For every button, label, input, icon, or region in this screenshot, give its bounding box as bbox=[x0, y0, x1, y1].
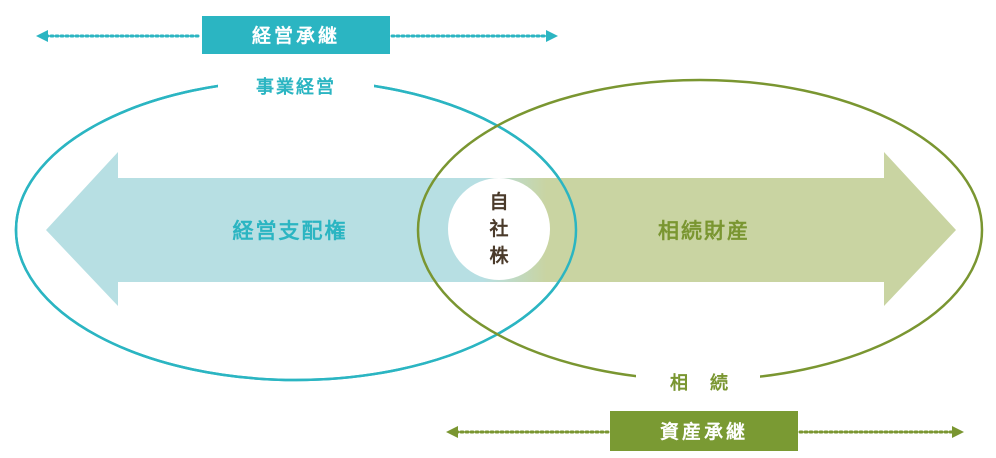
management-succession-box bbox=[202, 16, 390, 54]
management-succession-label: 経営承継 bbox=[252, 24, 340, 47]
arrowhead-right-icon bbox=[546, 30, 558, 42]
bottom-succession-arrow bbox=[446, 426, 964, 438]
company-shares-char-1: 自 bbox=[489, 190, 508, 213]
asset-succession-label: 資産承継 bbox=[660, 420, 748, 443]
company-shares-circle bbox=[448, 178, 550, 280]
arrowhead-left-icon bbox=[36, 30, 48, 42]
asset-succession-box bbox=[610, 411, 798, 451]
company-shares-char-2: 社 bbox=[488, 217, 508, 240]
company-shares-char-3: 株 bbox=[489, 244, 509, 267]
arrowhead-right-icon bbox=[952, 426, 964, 438]
management-control-label: 経営支配権 bbox=[233, 219, 348, 243]
top-succession-arrow bbox=[36, 30, 558, 42]
arrowhead-left-icon bbox=[446, 426, 458, 438]
inheritance-label: 相 続 bbox=[670, 372, 730, 394]
inherited-assets-label: 相続財産 bbox=[658, 219, 750, 243]
svg-text:事業経営: 事業経営 bbox=[256, 76, 336, 98]
